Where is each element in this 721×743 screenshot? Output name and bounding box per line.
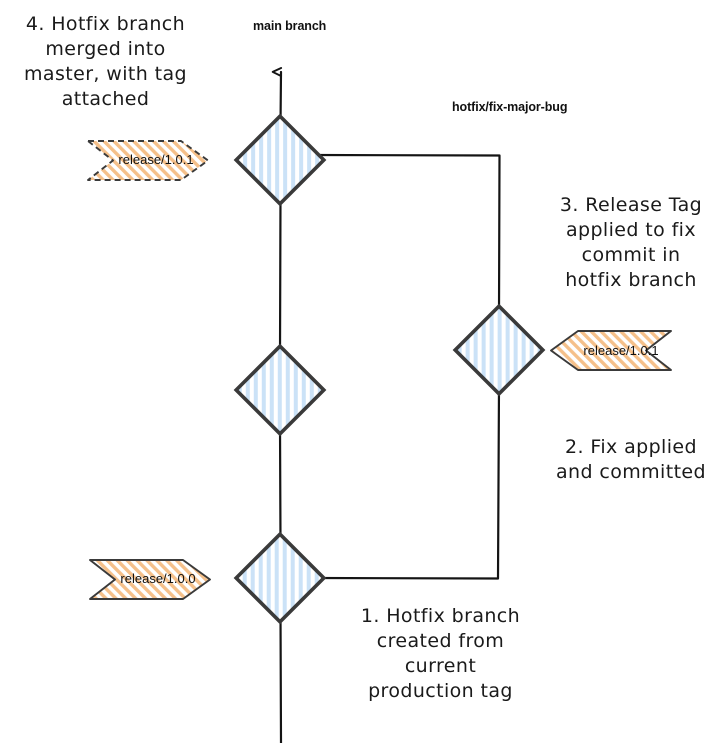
tag-release-101-merged-label: release/1.0.1 [118,152,194,167]
annotation-step-2: 2. Fix applied and committed [555,436,706,483]
annotation-step-1: 1. Hotfix branch created from current pr… [360,605,521,702]
commit-main-merge[interactable] [233,113,327,207]
tag-release-100-label: release/1.0.0 [120,571,196,586]
annotation-step-3: 3. Release Tag applied to fix commit in … [559,194,703,291]
commit-hotfix-fix[interactable] [452,303,546,397]
commit-main-release[interactable] [233,531,327,625]
hotfix-branch-create-line [312,383,501,580]
commit-main-middle[interactable] [233,343,327,437]
tag-release-101-merged[interactable] [87,140,209,181]
tag-release-101-hotfix-label: release/1.0.1 [583,343,659,358]
main-branch-line [271,67,283,743]
hotfix-branch-label: hotfix/fix-major-bug [452,100,568,114]
annotation-step-4: 4. Hotfix branch merged into master, wit… [24,13,187,110]
tag-release-101-hotfix[interactable] [550,330,672,371]
hotfix-branch-merge-line [312,153,501,317]
tag-release-100[interactable] [89,559,211,600]
main-branch-label: main branch [253,19,327,33]
